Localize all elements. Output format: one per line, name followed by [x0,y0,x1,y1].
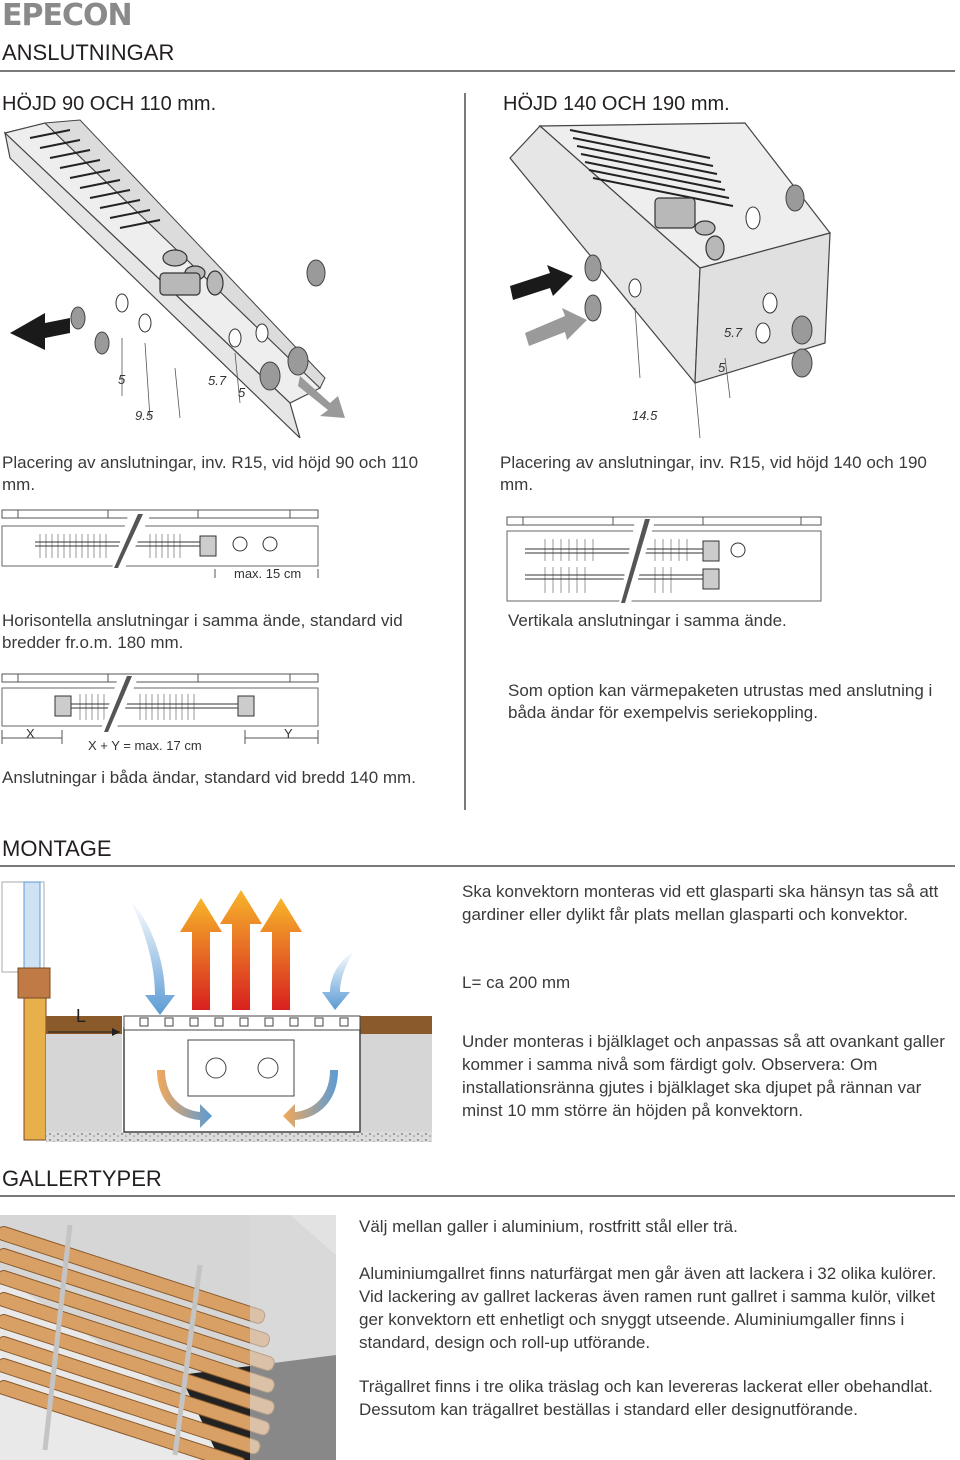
montage-l-label: L [76,1006,87,1026]
horizontal-max-label: max. 15 cm [234,566,302,581]
right-dim-3: 14.5 [632,408,658,423]
montage-text-3: Under monteras i bjälklaget och anpassas… [462,1032,945,1120]
left-heading: HÖJD 90 OCH 110 mm. [2,93,217,115]
diagram-vertical-connections [506,516,822,603]
convector-illustration-right [509,122,832,438]
section-title-montage: MONTAGE [2,836,112,861]
convector-illustration-left [3,119,345,438]
section-rule [0,865,955,867]
both-ends-y-label: Y [284,726,293,741]
gallertyper-text-1: Välj mellan galler i aluminium, rostfrit… [359,1217,738,1236]
montage-text-2: L= ca 200 mm [462,973,571,992]
brand-logo: EPECON [2,0,133,33]
montage-diagram [1,881,432,1142]
diagram-both-ends [1,673,319,744]
right-heading: HÖJD 140 OCH 190 mm. [503,93,730,115]
right-dim-1: 5.7 [724,325,743,340]
left-caption: Placering av anslutningar, inv. R15, vid… [2,453,419,494]
right-dim-2: 5 [718,360,726,375]
section-rule [0,1195,955,1197]
section-rule [0,70,955,72]
section-title-gallertyper: GALLERTYPER [2,1166,162,1191]
left-dim-3: 5 [238,385,246,400]
both-ends-x-label: X [26,726,35,741]
column-divider [464,93,466,810]
wood-grille-photo [0,1215,336,1460]
diagram-horizontal-connections [1,509,319,578]
right-caption: Placering av anslutningar, inv. R15, vid… [500,453,927,494]
left-dim-4: 9.5 [135,408,154,423]
section-title-anslutningar: ANSLUTNINGAR [2,40,175,65]
option-text: Som option kan värmepaketen utrustas med… [508,681,933,722]
both-ends-caption: Anslutningar i båda ändar, standard vid … [2,768,416,787]
gallertyper-text-3: Trägallret finns i tre olika träslag och… [359,1377,933,1419]
gallertyper-text-2: Aluminiumgallret finns naturfärgat men g… [359,1264,937,1352]
left-dim-1: 5 [118,372,126,387]
left-dim-2: 5.7 [208,373,227,388]
vertical-caption: Vertikala anslutningar i samma ände. [508,611,787,630]
horizontal-caption: Horisontella anslutningar i samma ände, … [2,611,403,652]
montage-text-1: Ska konvektorn monteras vid ett glaspart… [462,882,939,924]
both-ends-sum-label: X + Y = max. 17 cm [88,738,202,753]
